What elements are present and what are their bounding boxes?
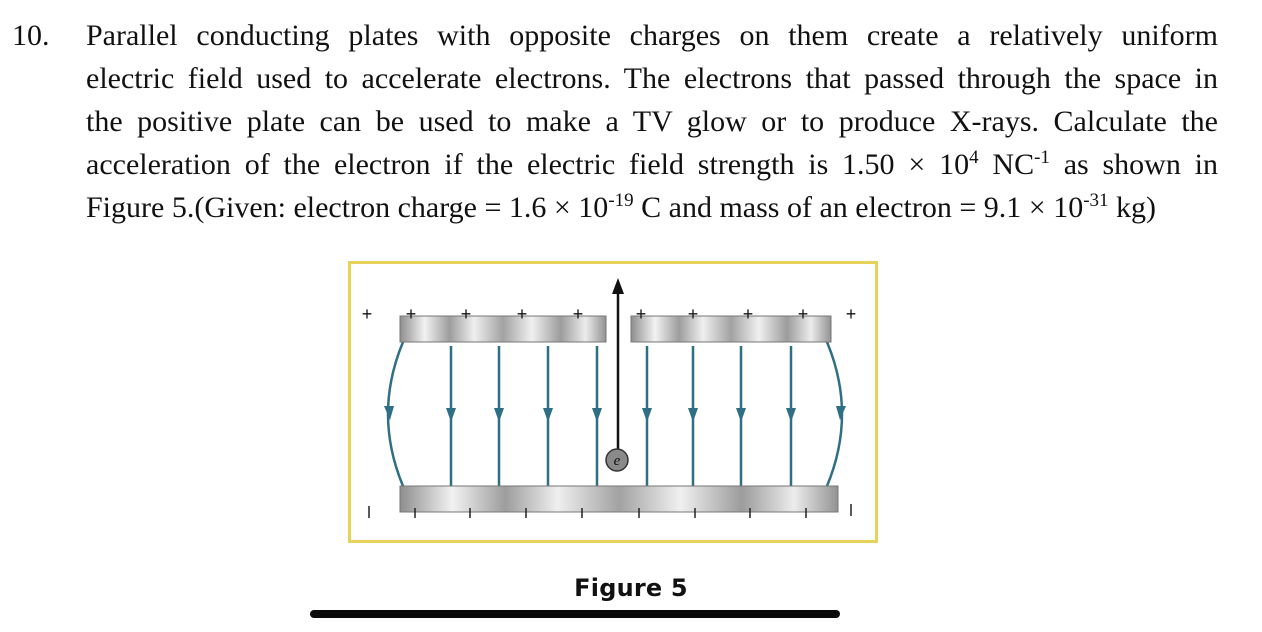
negative-charges: [368, 504, 852, 518]
plus-sign: +: [573, 304, 584, 324]
plus-sign: +: [798, 304, 809, 324]
plus-sign: +: [846, 304, 857, 324]
question-line-1: Parallel conducting plates with opposite…: [86, 19, 1218, 52]
bottom-plate: [399, 485, 839, 513]
plus-sign: +: [461, 304, 472, 324]
line5-exp1: -19: [608, 190, 634, 211]
electron: e: [605, 448, 629, 472]
plus-sign: +: [362, 304, 373, 324]
line4-exp1: 4: [969, 147, 979, 168]
figure-caption: Figure 5: [574, 574, 688, 602]
plus-sign: +: [688, 304, 699, 324]
question-text: Parallel conducting plates with opposite…: [86, 14, 1218, 229]
question-line-4: acceleration of the electron if the elec…: [86, 143, 1218, 186]
line5-exp2: -31: [1083, 190, 1109, 211]
plus-sign: +: [406, 304, 417, 324]
figure-frame: e + + + + + + + + + +: [348, 261, 878, 543]
electron-label: e: [614, 453, 621, 469]
line4-exp2: -1: [1034, 147, 1050, 168]
top-plate-right: [630, 315, 832, 343]
line4-mid: NC: [978, 148, 1035, 181]
plus-sign: +: [517, 304, 528, 324]
line4-pre: acceleration of the electron if the elec…: [86, 148, 970, 181]
line5-pre: Figure 5.(Given: electron charge = 1.6 ×…: [86, 191, 609, 224]
question-line-5: Figure 5.(Given: electron charge = 1.6 ×…: [86, 186, 1218, 229]
question-line-3: the positive plate can be used to make a…: [86, 105, 1218, 138]
electron-path-arrowhead: [612, 278, 624, 294]
line4-post: as shown in: [1049, 148, 1218, 181]
plus-sign: +: [743, 304, 754, 324]
home-indicator-bar[interactable]: [310, 610, 840, 618]
field-arrowheads: [384, 406, 846, 422]
question-line-2: electric field used to accelerate electr…: [86, 62, 1218, 95]
line5-mid: C and mass of an electron = 9.1 × 10: [633, 191, 1084, 224]
line5-post: kg): [1108, 191, 1157, 224]
question-number: 10.: [12, 19, 50, 52]
top-plate-left: [399, 315, 607, 343]
positive-charges: + + + + + + + + + +: [362, 304, 857, 324]
plus-sign: +: [636, 304, 647, 324]
parallel-plates-diagram: e + + + + + + + + + +: [362, 278, 857, 518]
